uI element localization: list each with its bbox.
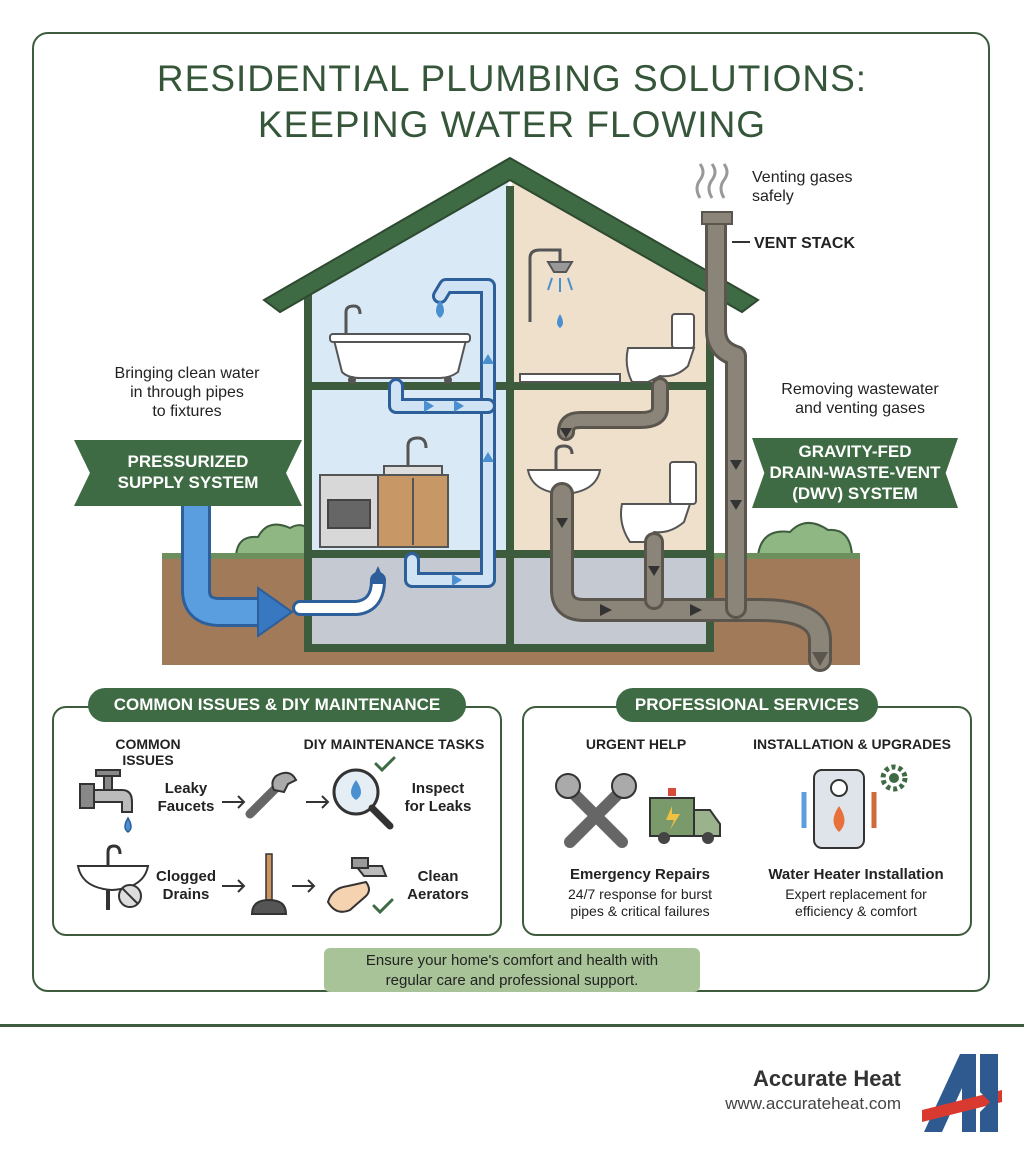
title-line-1: RESIDENTIAL PLUMBING SOLUTIONS: <box>156 58 868 99</box>
footer-divider <box>0 1024 1024 1027</box>
svc-emergency-title: Emergency Repairs <box>569 866 711 883</box>
dwv-banner: GRAVITY-FED DRAIN-WASTE-VENT (DWV) SYSTE… <box>752 438 958 508</box>
issue-leaky-faucets: Leaky Faucets <box>157 780 215 815</box>
service-van-icon <box>649 788 721 844</box>
brand-name: Accurate Heat <box>753 1066 901 1091</box>
task-clean-aerators: Clean Aerators <box>407 868 469 903</box>
pro-col-urgent: URGENT HELP <box>585 736 687 752</box>
house-illustration <box>162 156 860 672</box>
pro-icons <box>555 764 908 849</box>
brand-logo-icon <box>922 1054 1002 1132</box>
gear-icon <box>880 764 908 792</box>
diy-icons <box>76 756 396 915</box>
plunger-icon <box>250 853 288 915</box>
wrench-icon <box>245 771 298 819</box>
issue-clogged-drains: Clogged Drains <box>156 868 216 903</box>
diy-panel-title: COMMON ISSUES & DIY MAINTENANCE <box>88 688 466 722</box>
vent-stack-label: VENT STACK <box>754 235 856 252</box>
crossed-wrenches-icon <box>555 773 637 848</box>
dwv-caption: Removing wastewater and venting gases <box>781 381 939 417</box>
diy-col-tasks: DIY MAINTENANCE TASKS <box>303 736 485 752</box>
sink-icon <box>76 844 150 910</box>
brand-url[interactable]: www.accurateheat.com <box>725 1094 901 1113</box>
diy-col-issues: COMMON ISSUES <box>115 736 181 768</box>
pro-panel-title: PROFESSIONAL SERVICES <box>616 688 878 722</box>
title-line-2: KEEPING WATER FLOWING <box>257 104 767 145</box>
svc-emergency-desc: 24/7 response for burst pipes & critical… <box>568 886 712 919</box>
faucet-icon <box>79 769 133 833</box>
page-title: RESIDENTIAL PLUMBING SOLUTIONS: KEEPING … <box>0 56 1024 148</box>
supply-caption: Bringing clean water in through pipes to… <box>114 365 260 420</box>
pro-col-install: INSTALLATION & UPGRADES <box>753 736 951 752</box>
magnifier-icon <box>332 768 394 830</box>
vent-caption: Venting gases safely <box>752 169 853 205</box>
brand-block: Accurate Heat www.accurateheat.com <box>725 1066 901 1114</box>
footer-note: Ensure your home's comfort and health wi… <box>324 948 700 992</box>
svc-heater-desc: Expert replacement for efficiency & comf… <box>785 886 927 919</box>
task-inspect-leaks: Inspect for Leaks <box>404 780 472 815</box>
aerator-icon <box>326 857 388 913</box>
supply-banner: PRESSURIZED SUPPLY SYSTEM <box>74 440 302 506</box>
svc-heater-title: Water Heater Installation <box>768 866 944 883</box>
water-heater-icon <box>801 769 877 849</box>
